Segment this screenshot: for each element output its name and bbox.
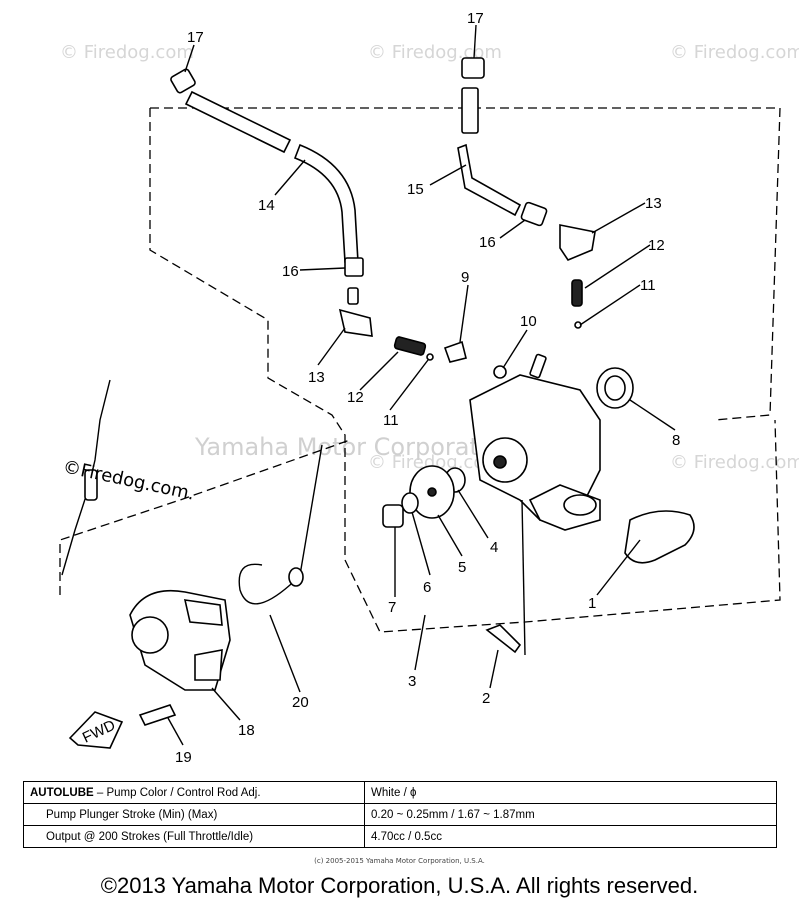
small-copyright: (c) 2005-2015 Yamaha Motor Corporation, … bbox=[314, 857, 485, 865]
row-label: – Pump Color / Control Rod Adj. bbox=[93, 786, 261, 799]
leader-lines bbox=[167, 24, 676, 746]
callout-10: 10 bbox=[520, 313, 537, 330]
callout-11: 11 bbox=[640, 277, 656, 294]
callout-5: 5 bbox=[458, 559, 466, 576]
cover-bolt bbox=[138, 704, 177, 726]
callout-2: 2 bbox=[482, 690, 490, 707]
callout-6: 6 bbox=[423, 579, 431, 596]
callout-17: 17 bbox=[187, 29, 204, 46]
watermark-firedog-text: ©Firedog.com. bbox=[61, 456, 196, 504]
gasket bbox=[624, 510, 695, 564]
callout-15: 15 bbox=[407, 181, 424, 198]
oil-pump-body bbox=[443, 340, 634, 531]
copyright-notice: ©2013 Yamaha Motor Corporation, U.S.A. A… bbox=[100, 873, 699, 898]
callout-13: 13 bbox=[308, 369, 325, 386]
table-row: Pump Plunger Stroke (Min) (Max) 0.20 ~ 0… bbox=[23, 803, 777, 826]
callout-16: 16 bbox=[479, 234, 496, 251]
callout-4: 4 bbox=[490, 539, 498, 556]
callout-12: 12 bbox=[648, 237, 665, 254]
row-label: Pump Plunger Stroke (Min) (Max) bbox=[23, 803, 365, 826]
callout-3: 3 bbox=[408, 673, 416, 690]
callout-11: 11 bbox=[383, 412, 399, 429]
spec-table: AUTOLUBE – Pump Color / Control Rod Adj.… bbox=[23, 781, 777, 848]
watermark-firedog: © Firedog.com bbox=[670, 452, 799, 473]
callout-7: 7 bbox=[388, 599, 396, 616]
row-label: Output @ 200 Strokes (Full Throttle/Idle… bbox=[23, 825, 365, 848]
callout-14: 14 bbox=[258, 197, 275, 214]
callout-8: 8 bbox=[672, 432, 680, 449]
watermark-firedog: © Firedog.com bbox=[368, 452, 502, 473]
callout-20: 20 bbox=[292, 694, 309, 711]
right-oil-hose bbox=[457, 57, 596, 329]
pump-gears bbox=[382, 465, 466, 528]
callout-1: 1 bbox=[588, 595, 596, 612]
table-row: AUTOLUBE – Pump Color / Control Rod Adj.… bbox=[23, 781, 777, 804]
row-value: 4.70cc / 0.5cc bbox=[364, 825, 777, 848]
callout-17: 17 bbox=[467, 10, 484, 27]
callout-9: 9 bbox=[461, 269, 469, 286]
callout-18: 18 bbox=[238, 722, 255, 739]
row-value: White / ϕ bbox=[364, 781, 777, 804]
watermark-firedog: © Firedog.com bbox=[670, 42, 799, 63]
callout-19: 19 bbox=[175, 749, 192, 766]
autolube-label: AUTOLUBE bbox=[30, 786, 94, 799]
row-value: 0.20 ~ 0.25mm / 1.67 ~ 1.87mm bbox=[364, 803, 777, 826]
watermark-firedog: © Firedog.com bbox=[60, 42, 194, 63]
table-row: Output @ 200 Strokes (Full Throttle/Idle… bbox=[23, 825, 777, 848]
callout-13: 13 bbox=[645, 195, 662, 212]
control-cable bbox=[238, 444, 323, 605]
pump-cover bbox=[129, 589, 231, 691]
assembly-boundary-left bbox=[59, 439, 351, 595]
callout-12: 12 bbox=[347, 389, 364, 406]
forward-arrow: FWD bbox=[68, 711, 124, 749]
callout-16: 16 bbox=[282, 263, 299, 280]
parts-diagram: © Firedog.com © Firedog.com © Firedog.co… bbox=[59, 10, 799, 766]
left-oil-hose bbox=[170, 68, 434, 361]
bolt bbox=[485, 624, 522, 654]
watermark-yamaha: Yamaha Motor Corporation bbox=[194, 433, 515, 461]
